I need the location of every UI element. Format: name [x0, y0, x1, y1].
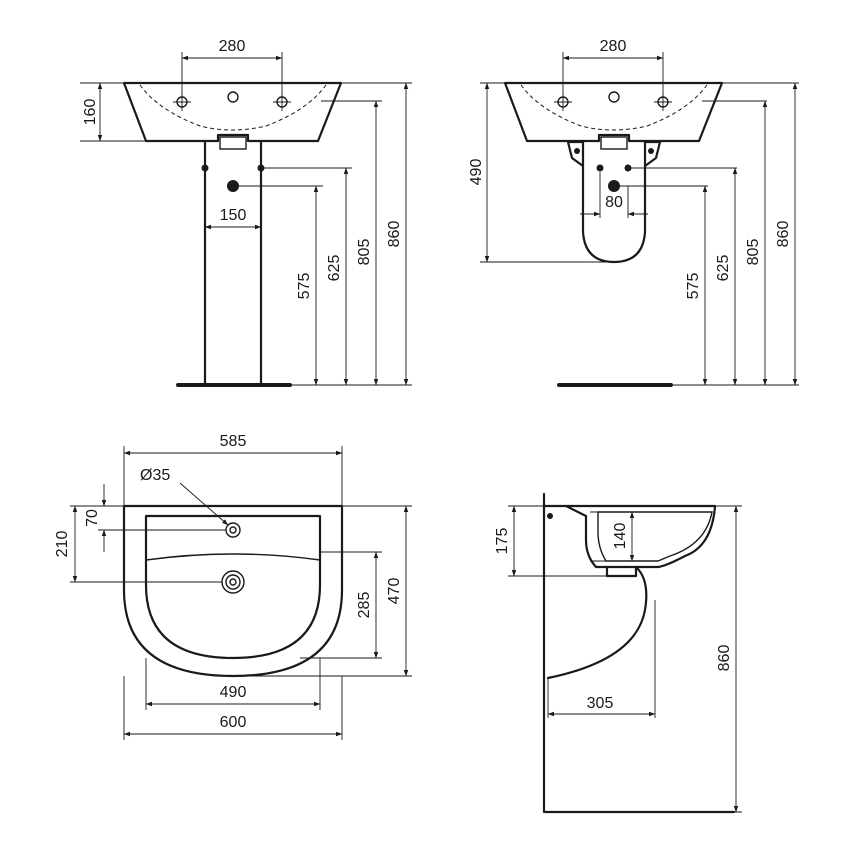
dim-label: 160: [82, 99, 99, 126]
basin-outline: [122, 81, 343, 143]
dim-label: 490: [468, 159, 485, 186]
dim-label: 305: [587, 695, 614, 712]
fixing-point: [547, 513, 553, 519]
dim-label: 600: [220, 714, 247, 731]
fixing-point: [648, 148, 654, 154]
basin-inner-hidden: [520, 84, 708, 131]
overflow-hole: [227, 91, 239, 103]
plan-view: 585 Ø35 70 210 285 470 490 600: [54, 433, 412, 740]
basin-outline: [503, 81, 724, 143]
pedestal-front-view: 280 160 150 575 625 805 860: [80, 38, 412, 387]
fixing-point: [596, 164, 604, 172]
dim-label: 575: [685, 273, 702, 300]
leader-line: [179, 482, 229, 526]
overflow-slot: [219, 136, 247, 150]
waste-outlet: [221, 570, 245, 594]
wall-line: [542, 492, 736, 814]
basin-section-inner: [597, 511, 713, 562]
waste-trap: [605, 565, 638, 578]
dim-label: 575: [296, 273, 313, 300]
dim-label: 585: [220, 433, 247, 450]
fixing-point: [574, 148, 580, 154]
dim-label: 625: [715, 255, 732, 282]
basin-section-outline: [542, 504, 717, 569]
semi-pedestal-front-view: 280 490 80 575 625 805 860: [468, 38, 799, 387]
dim-label: 860: [716, 645, 733, 672]
side-section-view: 175 140 860 305: [494, 492, 742, 814]
dim-label: 280: [219, 38, 246, 55]
dim-label: 80: [605, 194, 623, 211]
dim-label: 490: [220, 684, 247, 701]
dim-label: Ø35: [140, 467, 170, 484]
dim-label: 175: [494, 528, 511, 555]
tap-hole: [225, 522, 241, 538]
pedestal-outline: [203, 139, 263, 387]
bracket-left: [566, 140, 585, 168]
pedestal-section: [546, 565, 648, 680]
bowl-outline: [144, 514, 322, 660]
dim-label: 470: [386, 578, 403, 605]
bracket-right: [643, 140, 662, 168]
overflow-hole: [608, 91, 620, 103]
dim-label: 285: [356, 592, 373, 619]
overflow-slot: [600, 136, 628, 150]
dim-label: 280: [600, 38, 627, 55]
dim-label: 70: [84, 509, 101, 527]
dim-label: 210: [54, 531, 71, 558]
basin-inner-hidden: [139, 84, 327, 131]
dim-label: 625: [326, 255, 343, 282]
dim-label: 805: [745, 239, 762, 266]
deck-edge: [145, 553, 321, 561]
dim-label: 860: [775, 221, 792, 248]
dim-label: 860: [386, 221, 403, 248]
fixing-point: [201, 164, 209, 172]
basin-plan-outline: [122, 504, 344, 678]
dim-label: 150: [220, 207, 247, 224]
dim-label: 140: [612, 523, 629, 550]
dim-label: 805: [356, 239, 373, 266]
